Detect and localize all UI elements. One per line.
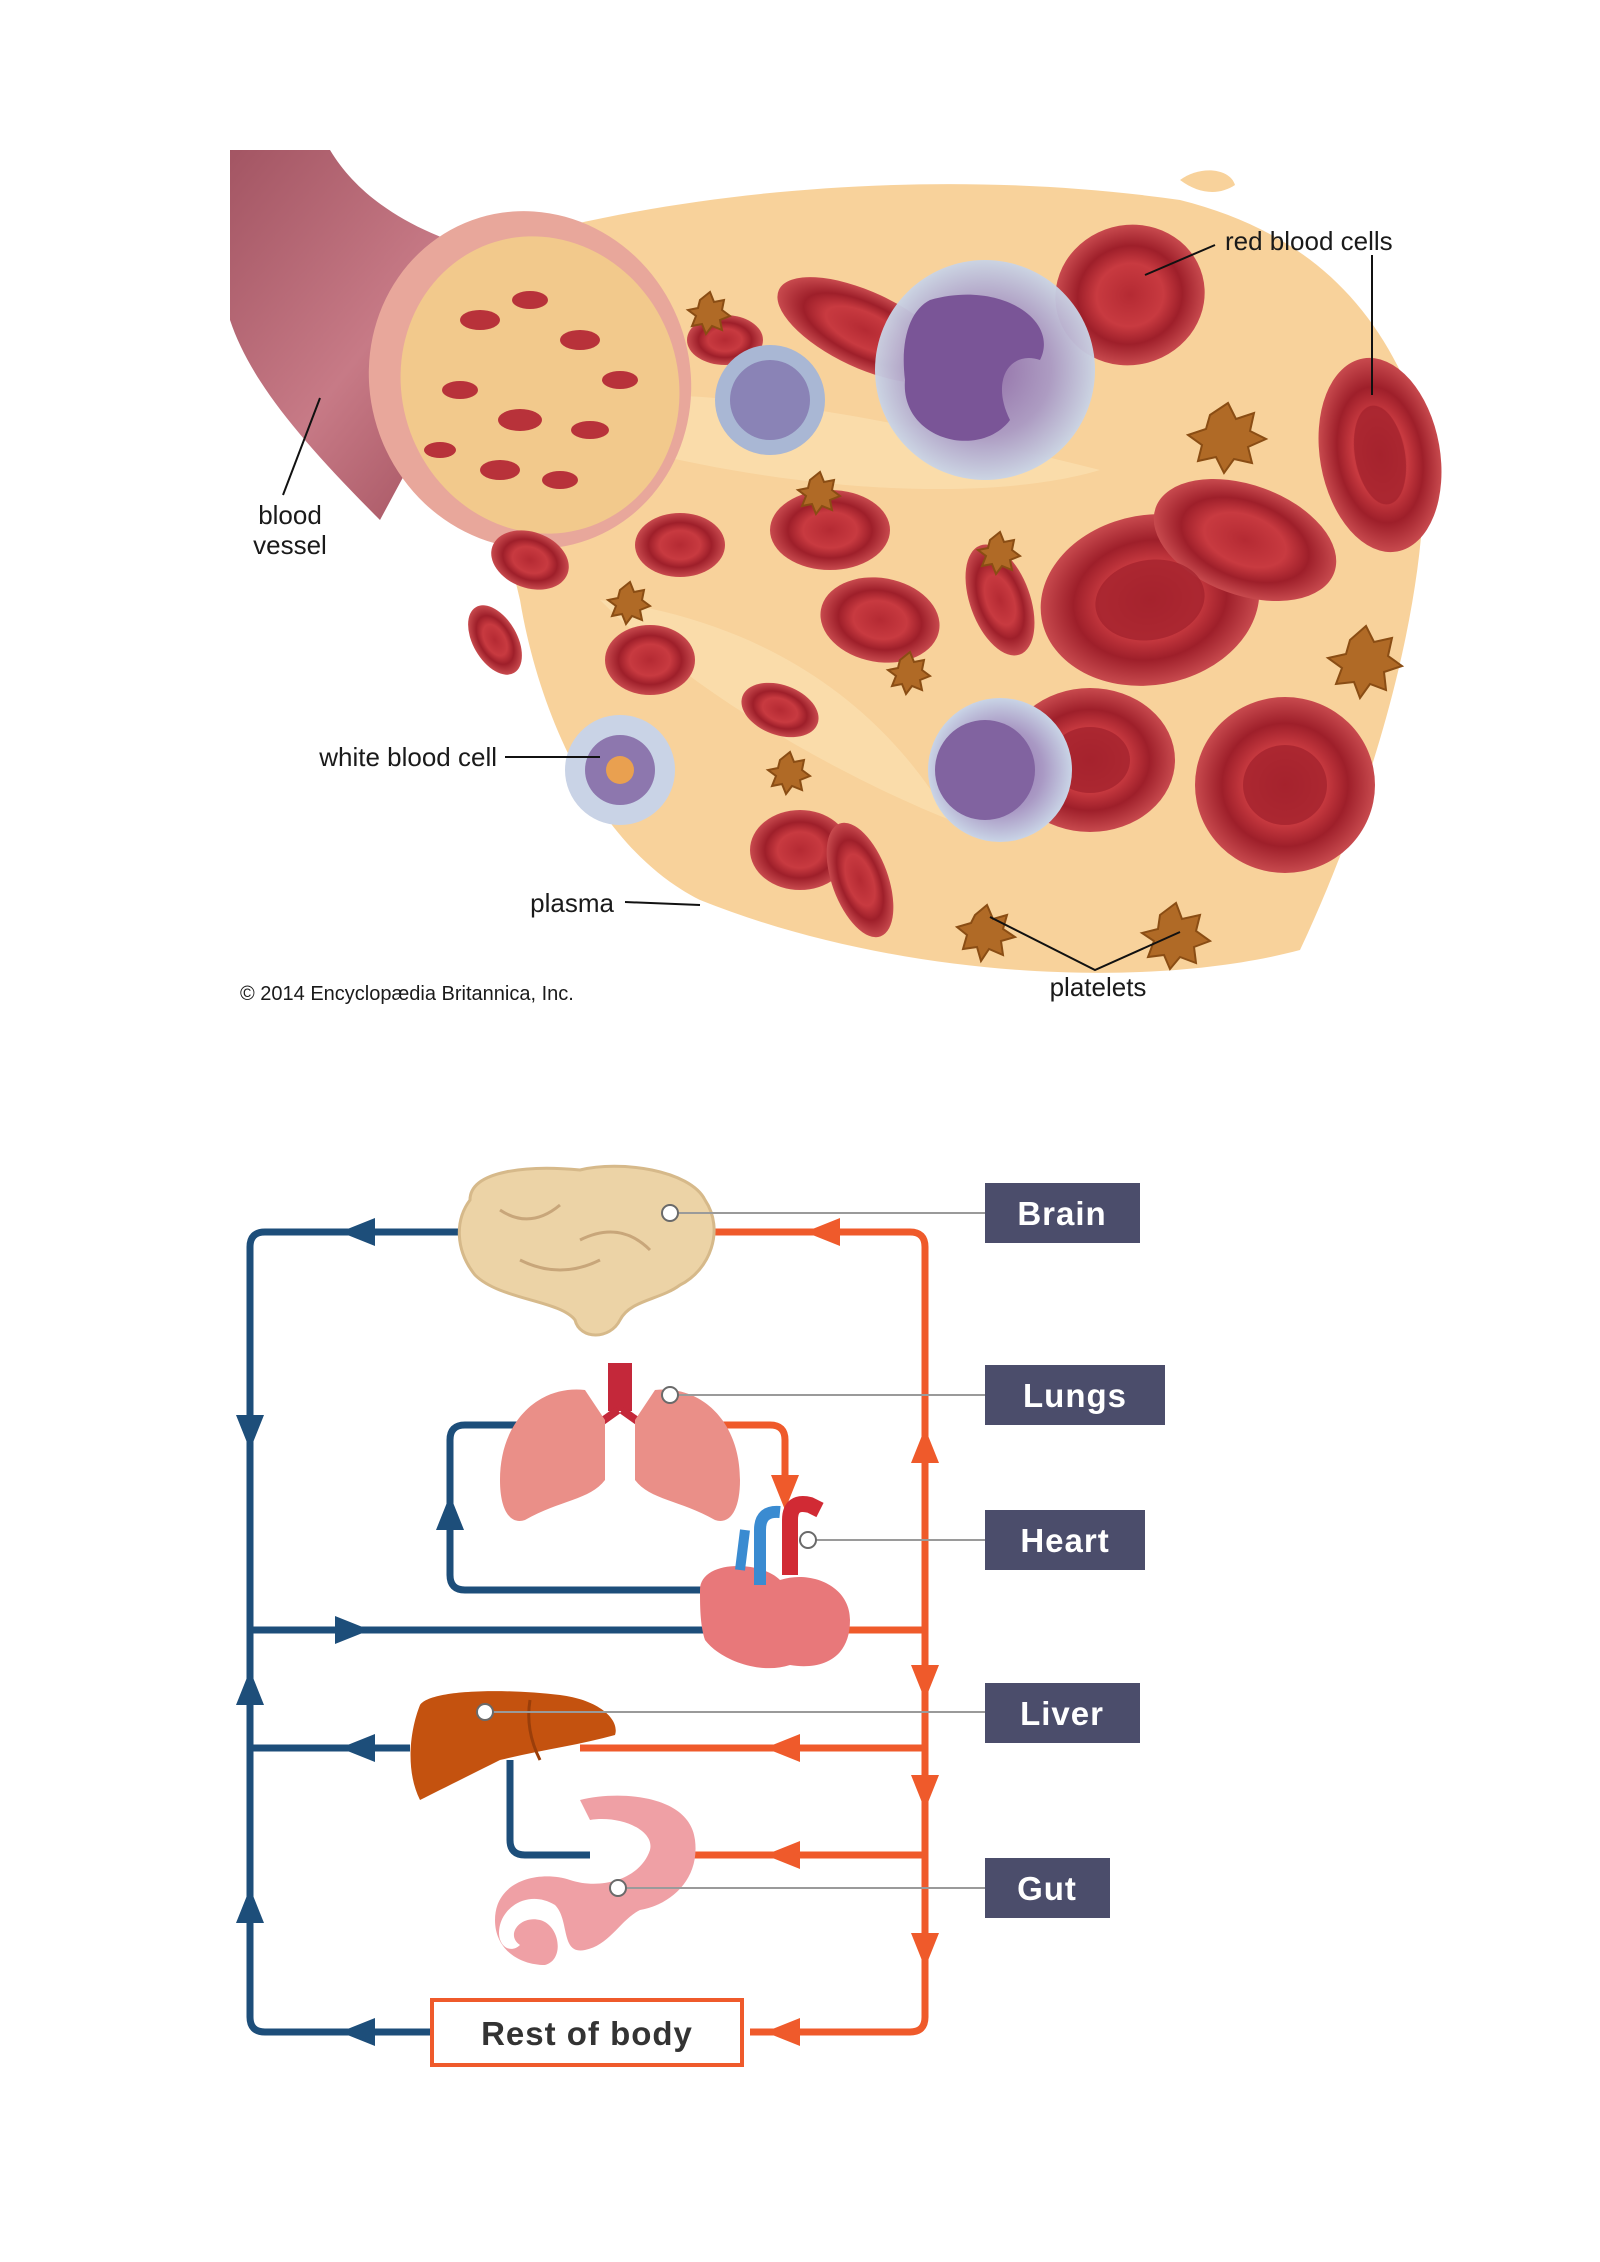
leader-lines	[282, 244, 1373, 972]
label-gut: Gut	[985, 1858, 1110, 1918]
label-rest-of-body-text: Rest of body	[481, 2015, 693, 2052]
label-vessel: vessel	[253, 530, 327, 560]
liver-illustration	[410, 1691, 616, 1800]
label-plasma: plasma	[530, 888, 614, 918]
heart-illustration	[700, 1496, 850, 1669]
label-brain: Brain	[985, 1183, 1140, 1243]
label-liver-text: Liver	[1020, 1695, 1104, 1732]
label-brain-text: Brain	[1017, 1195, 1106, 1232]
deoxygenated-blood-paths	[246, 1228, 730, 2036]
label-blood: blood	[258, 500, 322, 530]
label-white-blood-cell: white blood cell	[318, 742, 497, 772]
label-lungs: Lungs	[985, 1365, 1165, 1425]
label-gut-text: Gut	[1017, 1870, 1077, 1907]
red-cell-centers	[1050, 405, 1407, 825]
organ-pointer-dots	[476, 1204, 817, 1897]
blood-components-illustration: red blood cells blood vessel white blood…	[230, 150, 1442, 1005]
copyright-text: © 2014 Encyclopædia Britannica, Inc.	[240, 983, 574, 1005]
label-rest-of-body: Rest of body	[430, 1998, 744, 2067]
organ-pointer-lines	[485, 1212, 985, 1889]
label-heart-text: Heart	[1020, 1522, 1109, 1559]
label-lungs-text: Lungs	[1023, 1377, 1127, 1414]
blood-vessel	[230, 150, 692, 549]
label-platelets: platelets	[1050, 972, 1147, 1002]
flow-arrows	[236, 1218, 939, 2046]
label-liver: Liver	[985, 1683, 1140, 1743]
white-blood-cells	[565, 260, 1095, 842]
brain-illustration	[457, 1164, 716, 1337]
gut-illustration	[495, 1795, 696, 1965]
oxygenated-blood-paths	[580, 1228, 929, 2036]
lungs-illustration	[500, 1363, 740, 1521]
label-red-blood-cells: red blood cells	[1225, 226, 1393, 256]
label-heart: Heart	[985, 1510, 1145, 1570]
vessel-red-cells	[424, 291, 638, 489]
platelets	[605, 290, 1405, 971]
